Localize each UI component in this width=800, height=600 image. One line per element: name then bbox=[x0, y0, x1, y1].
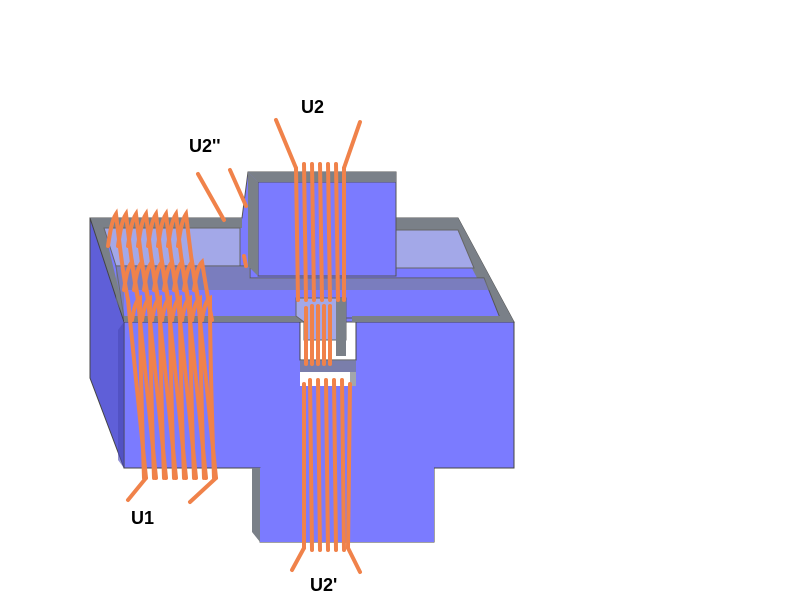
u1-turn bbox=[200, 294, 216, 480]
u1-turn bbox=[180, 294, 196, 480]
u2-turn bbox=[334, 162, 340, 302]
label-u2: U2 bbox=[301, 97, 325, 117]
u1-turn bbox=[130, 294, 146, 480]
u1-turn bbox=[160, 294, 176, 480]
lower-limb-left-rim bbox=[252, 468, 260, 542]
u1-turn bbox=[140, 294, 156, 480]
u2dd-lead-left bbox=[196, 172, 226, 222]
u2-lead-left bbox=[274, 118, 298, 170]
u1-turn bbox=[150, 294, 166, 480]
u2p-lead-left bbox=[290, 546, 306, 572]
label-u2-double-prime: U2'' bbox=[189, 136, 221, 156]
u2p-turn bbox=[316, 378, 322, 552]
center-lower-cutout bbox=[300, 360, 356, 388]
label-u2-prime: U2' bbox=[310, 575, 338, 595]
winding-u2 bbox=[274, 118, 362, 366]
u2-turn bbox=[310, 162, 316, 302]
u1-turn bbox=[170, 294, 186, 480]
u2-turn bbox=[326, 162, 332, 302]
u2-turn bbox=[294, 166, 300, 302]
u2-turn bbox=[318, 162, 324, 302]
u2-lead-right bbox=[342, 120, 362, 170]
upper-limb-rim-left bbox=[248, 172, 258, 276]
core-ledge-rim bbox=[116, 266, 490, 318]
u2p-turn bbox=[340, 378, 346, 552]
u2p-turn bbox=[324, 378, 330, 552]
center-post-rim bbox=[336, 298, 346, 356]
label-u1: U1 bbox=[131, 508, 155, 528]
u2p-turn bbox=[332, 378, 338, 552]
u1-turn bbox=[190, 294, 206, 480]
u2-turn bbox=[302, 162, 308, 302]
u2p-turn bbox=[346, 382, 352, 550]
u1-lead-right bbox=[188, 476, 218, 504]
u2p-lead-right bbox=[346, 546, 362, 574]
u2dd-lead-right bbox=[228, 168, 248, 208]
front-rim-top-right bbox=[352, 316, 514, 322]
u2dd-lead-stub bbox=[242, 254, 248, 268]
core-rim-right bbox=[396, 218, 514, 322]
u1-lead-left bbox=[126, 476, 148, 502]
winding-u1 bbox=[106, 208, 218, 504]
u2p-turn bbox=[308, 378, 314, 552]
front-left-depth bbox=[118, 322, 124, 468]
winding-u2-prime bbox=[290, 378, 362, 574]
winding-u2-double-prime bbox=[196, 168, 248, 268]
